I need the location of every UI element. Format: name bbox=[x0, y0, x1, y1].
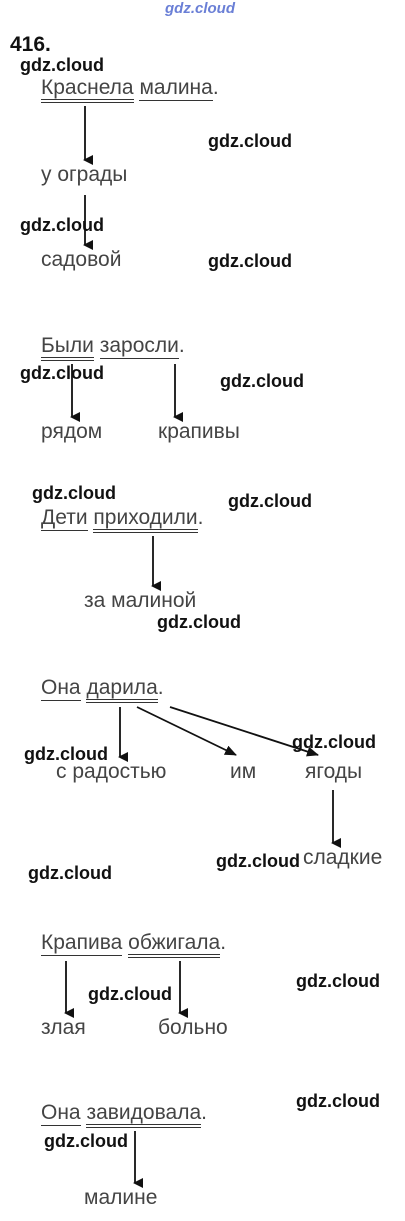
sentence-3: Дети приходили. bbox=[41, 506, 204, 533]
sentence-2-dependent-1: рядом bbox=[41, 420, 103, 443]
sentence-5-dependent-2: больно bbox=[158, 1016, 228, 1039]
watermark: gdz.cloud bbox=[20, 215, 104, 235]
sentence-2-predicate: Были bbox=[41, 334, 94, 361]
sentence-3-subject: Дети bbox=[41, 506, 88, 531]
sentence-2-period: . bbox=[178, 334, 185, 357]
sentence-6-dependent-1: малине bbox=[84, 1186, 158, 1209]
sentence-4: Она дарила. bbox=[41, 676, 164, 703]
watermark: gdz.cloud bbox=[296, 1091, 380, 1111]
sentence-6-subject: Она bbox=[41, 1101, 81, 1126]
sentence-4-subject: Она bbox=[41, 676, 81, 701]
sentence-1-dependent-2: садовой bbox=[41, 248, 122, 271]
watermark: gdz.cloud bbox=[20, 55, 104, 75]
watermark: gdz.cloud bbox=[44, 1131, 128, 1151]
exercise-number: 416. bbox=[10, 33, 51, 56]
sentence-4-dependent-3: ягоды bbox=[305, 760, 363, 783]
sentence-2-dependent-2: крапивы bbox=[158, 420, 240, 443]
sentence-5-dependent-1: злая bbox=[41, 1016, 86, 1039]
watermark-top: gdz.cloud bbox=[165, 0, 235, 17]
sentence-3-dependent-1: за малиной bbox=[84, 589, 197, 612]
sentence-6: Она завидовала. bbox=[41, 1101, 207, 1128]
watermark: gdz.cloud bbox=[157, 612, 241, 632]
watermark: gdz.cloud bbox=[208, 251, 292, 271]
watermark: gdz.cloud bbox=[88, 984, 172, 1004]
watermark: gdz.cloud bbox=[20, 363, 104, 383]
sentence-4-dependent-2: им bbox=[230, 760, 257, 783]
sentence-3-period: . bbox=[197, 506, 204, 529]
arrow-diagonal-icon bbox=[169, 706, 319, 757]
sentence-4-dependent-1: с радостью bbox=[56, 760, 167, 783]
watermark: gdz.cloud bbox=[216, 851, 300, 871]
sentence-5-subject: Крапива bbox=[41, 931, 123, 956]
watermark: gdz.cloud bbox=[228, 491, 312, 511]
watermark: gdz.cloud bbox=[24, 744, 108, 764]
watermark: gdz.cloud bbox=[296, 971, 380, 991]
sentence-2-subject: заросли bbox=[99, 334, 179, 359]
watermark: gdz.cloud bbox=[208, 131, 292, 151]
sentence-6-period: . bbox=[201, 1101, 207, 1124]
sentence-4-period: . bbox=[157, 676, 164, 699]
sentence-1-period: . bbox=[212, 76, 219, 99]
sentence-4-dependent-4: сладкие bbox=[303, 846, 383, 869]
sentence-5-period: . bbox=[220, 931, 227, 954]
sentence-1-subject: малина bbox=[139, 76, 213, 101]
sentence-2: Были заросли. bbox=[41, 334, 185, 361]
sentence-4-predicate: дарила bbox=[86, 676, 158, 703]
sentence-5: Крапива обжигала. bbox=[41, 931, 227, 958]
arrow-diagonal-icon bbox=[136, 706, 237, 756]
sentence-1-predicate: Краснела bbox=[41, 76, 134, 103]
watermark: gdz.cloud bbox=[32, 483, 116, 503]
sentence-6-predicate: завидовала bbox=[86, 1101, 202, 1128]
sentence-5-predicate: обжигала bbox=[128, 931, 221, 958]
sentence-1: Краснела малина. bbox=[41, 76, 219, 103]
watermark: gdz.cloud bbox=[28, 863, 112, 883]
sentence-1-dependent-1: у ограды bbox=[41, 163, 128, 186]
sentence-3-predicate: приходили bbox=[93, 506, 198, 533]
watermark: gdz.cloud bbox=[220, 371, 304, 391]
